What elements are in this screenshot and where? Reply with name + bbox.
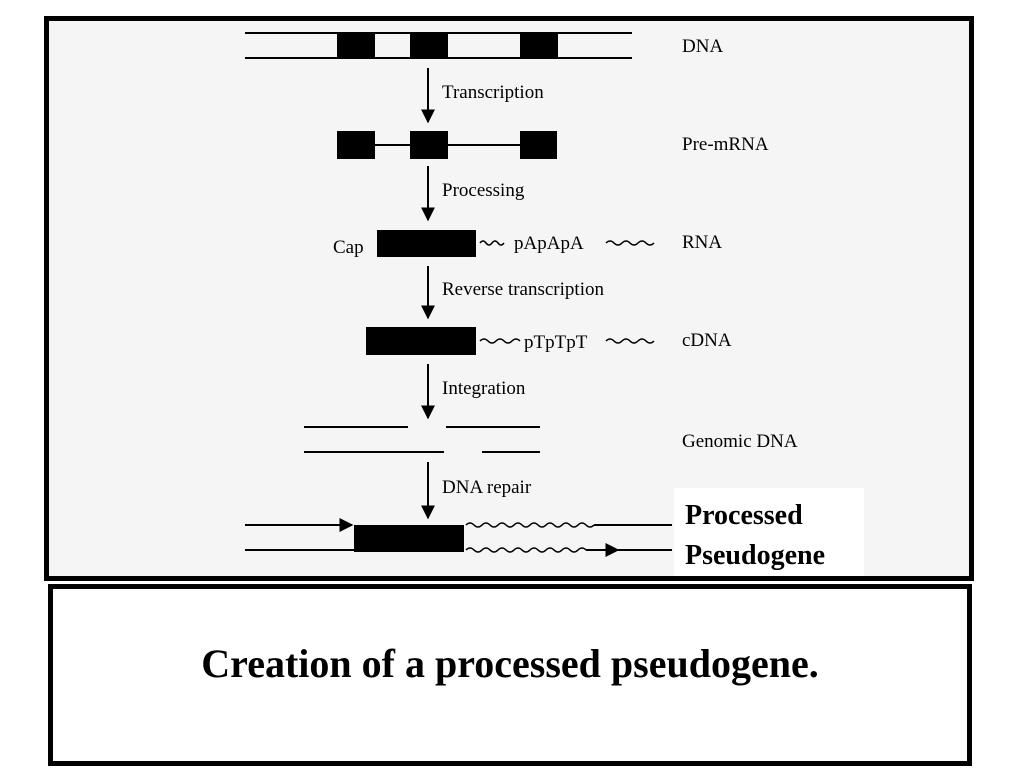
rna-tail-wave-2 bbox=[605, 240, 655, 246]
step-label-transcription: Transcription bbox=[442, 82, 544, 103]
pseudogene-insert bbox=[354, 525, 464, 552]
dna-exon-3 bbox=[520, 33, 558, 58]
slide-caption: Creation of a processed pseudogene. bbox=[201, 641, 819, 686]
cdna-tail-label: pTpTpT bbox=[524, 332, 588, 353]
step-label-processing: Processing bbox=[442, 180, 525, 201]
pre-mrna-exon-1 bbox=[337, 131, 375, 159]
dna-exon-2 bbox=[410, 33, 448, 58]
genomic-dna-molecule bbox=[304, 426, 540, 453]
rna-cap-label: Cap bbox=[333, 237, 364, 258]
result-label-line-1: Processed bbox=[685, 500, 803, 531]
rna-body bbox=[377, 230, 476, 257]
pre-mrna-exon-3 bbox=[520, 131, 557, 159]
cdna-body bbox=[366, 327, 476, 355]
stage-label-cdna: cDNA bbox=[682, 330, 732, 351]
stage-label-dna: DNA bbox=[682, 36, 723, 57]
step-label-integration: Integration bbox=[442, 378, 526, 399]
stage-label-rna: RNA bbox=[682, 232, 722, 253]
diagram-panel bbox=[44, 16, 974, 581]
pre-mrna-exon-2 bbox=[410, 131, 448, 159]
stage-label-genomic-dna: Genomic DNA bbox=[682, 431, 798, 452]
processed-pseudogene-molecule bbox=[245, 518, 672, 557]
rna-tail-label: pApApA bbox=[514, 233, 584, 254]
pre-mrna-molecule bbox=[337, 131, 557, 159]
dna-exon-1 bbox=[337, 33, 375, 58]
pseudogene-tail-top bbox=[465, 522, 595, 528]
dna-molecule bbox=[245, 32, 632, 59]
caption-panel bbox=[48, 584, 972, 766]
result-label-box bbox=[674, 488, 864, 576]
pseudogene-tail-bottom bbox=[465, 547, 587, 553]
rna-tail-wave-1 bbox=[479, 240, 505, 246]
stage-label-pre-mrna: Pre-mRNA bbox=[682, 134, 769, 155]
cdna-tail-wave-1 bbox=[479, 338, 521, 344]
cdna-tail-wave-2 bbox=[605, 338, 655, 344]
result-label-line-2: Pseudogene bbox=[685, 540, 825, 571]
step-label-dna-repair: DNA repair bbox=[442, 477, 532, 498]
step-label-reverse-transcription: Reverse transcription bbox=[442, 279, 604, 300]
